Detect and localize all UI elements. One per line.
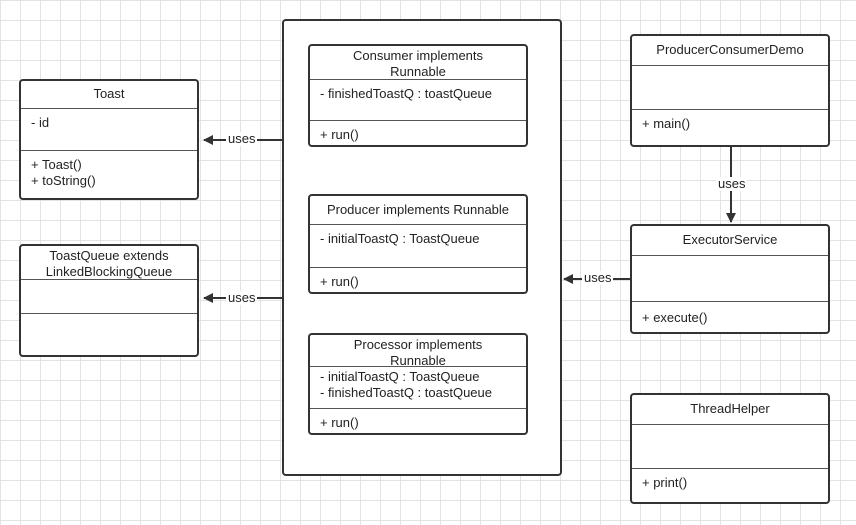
- operation-main: + main(): [642, 116, 691, 131]
- class-name: Consumer implements Runnable: [310, 46, 526, 80]
- class-attributes: - initialToastQ : ToastQueue: [310, 225, 526, 268]
- class-attributes: - finishedToastQ : toastQueue: [310, 80, 526, 121]
- class-attributes: [21, 280, 197, 314]
- class-attributes: - initialToastQ : ToastQueue - finishedT…: [310, 367, 526, 409]
- class-operations: [21, 314, 197, 355]
- uses-label-demo-to-executor: uses: [716, 176, 748, 191]
- class-operations: + run(): [310, 268, 526, 292]
- operation-run: + run(): [320, 274, 359, 289]
- uses-label-executor-to-container: uses: [582, 270, 614, 285]
- attribute-id: - id: [31, 115, 50, 130]
- class-executor-service[interactable]: ExecutorService + execute(): [630, 224, 830, 334]
- operation-tostring: + toString(): [31, 173, 96, 188]
- class-producer[interactable]: Producer implements Runnable - initialTo…: [308, 194, 528, 294]
- class-operations: + print(): [632, 469, 828, 502]
- uses-label-container-to-toast-queue: uses: [226, 290, 258, 305]
- operation-print: + print(): [642, 475, 688, 490]
- class-attributes: [632, 425, 828, 469]
- attribute-finished-toast-q: - finishedToastQ : toastQueue: [320, 385, 492, 400]
- class-operations: + run(): [310, 121, 526, 145]
- class-toast-queue[interactable]: ToastQueue extends LinkedBlockingQueue: [19, 244, 199, 357]
- class-name: ThreadHelper: [632, 395, 828, 425]
- operation-toast: + Toast(): [31, 157, 82, 172]
- operation-run: + run(): [320, 415, 359, 430]
- class-name: ProducerConsumerDemo: [632, 36, 828, 66]
- class-operations: + main(): [632, 110, 828, 145]
- class-producer-consumer-demo[interactable]: ProducerConsumerDemo + main(): [630, 34, 830, 147]
- class-name: Producer implements Runnable: [310, 196, 526, 226]
- class-name: ExecutorService: [632, 226, 828, 256]
- operation-run: + run(): [320, 127, 359, 142]
- class-attributes: - id: [21, 109, 197, 151]
- class-operations: + run(): [310, 409, 526, 433]
- class-attributes: [632, 66, 828, 110]
- uses-label-container-to-toast: uses: [226, 131, 258, 146]
- class-name: ToastQueue extends LinkedBlockingQueue: [21, 246, 197, 280]
- operation-execute: + execute(): [642, 310, 708, 325]
- class-attributes: [632, 256, 828, 302]
- attribute-finished-toast-q: - finishedToastQ : toastQueue: [320, 86, 492, 101]
- class-name: Toast: [21, 81, 197, 109]
- class-toast[interactable]: Toast - id + Toast() + toString(): [19, 79, 199, 200]
- class-operations: + execute(): [632, 302, 828, 332]
- attribute-initial-toast-q: - initialToastQ : ToastQueue: [320, 231, 480, 247]
- attribute-initial-toast-q: - initialToastQ : ToastQueue: [320, 369, 480, 384]
- class-consumer[interactable]: Consumer implements Runnable - finishedT…: [308, 44, 528, 147]
- class-name: Processor implements Runnable: [310, 335, 526, 368]
- class-operations: + Toast() + toString(): [21, 151, 197, 198]
- class-processor[interactable]: Processor implements Runnable - initialT…: [308, 333, 528, 435]
- class-thread-helper[interactable]: ThreadHelper + print(): [630, 393, 830, 504]
